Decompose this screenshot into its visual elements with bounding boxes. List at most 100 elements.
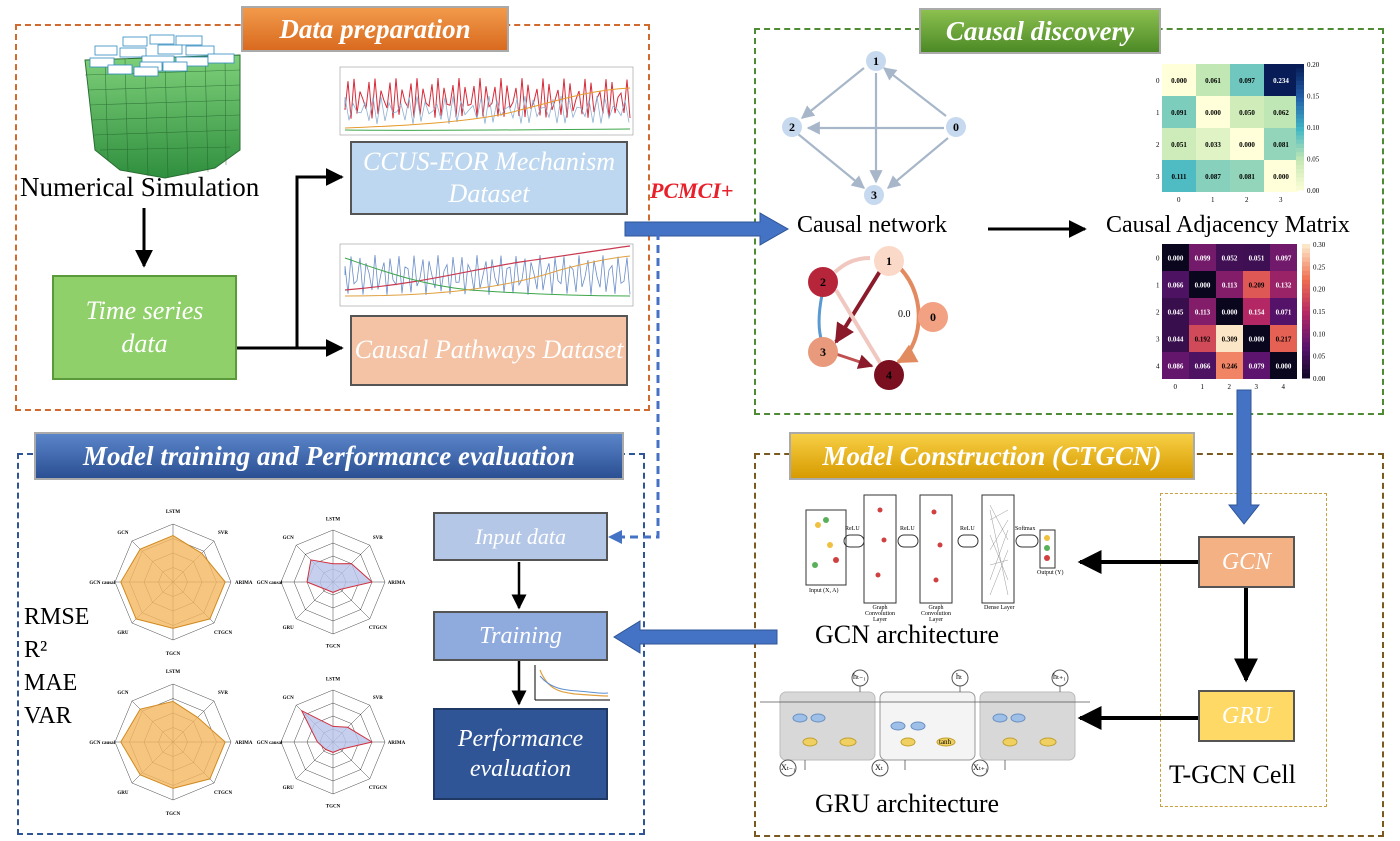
edge-mark-label: 0.0 <box>898 309 911 320</box>
tgcn-cell-label: T-GCN Cell <box>1169 760 1296 789</box>
matrix2-colorbar-segment <box>1302 319 1310 325</box>
radar-2-axis-label: LSTM <box>326 518 340 523</box>
matrix2-colorbar-segment <box>1302 311 1310 316</box>
matrix2-colorbar-segment <box>1302 248 1310 254</box>
metric-rmse: RMSE <box>24 604 90 630</box>
radar-3-axis-label: SVR <box>218 691 228 696</box>
matrix2-cell-0-4 <box>1270 244 1297 271</box>
matrix2-col-label: 4 <box>1282 383 1286 391</box>
input-data-box: Input data <box>433 512 608 561</box>
matrix2-value-4-4: 0.000 <box>1276 363 1292 371</box>
matrix1-col-label: 0 <box>1177 196 1181 204</box>
matrix1-colorbar-segment <box>1296 152 1304 157</box>
radar-2-axis-label: TGCN <box>326 644 341 649</box>
matrix2-value-1-2: 0.113 <box>1222 282 1238 290</box>
matrix2-cell-4-2 <box>1216 352 1243 379</box>
matrix2-value-4-1: 0.066 <box>1195 363 1211 371</box>
matrix1-colorbar-segment <box>1296 114 1304 120</box>
matrix1-cell-0-2 <box>1230 64 1264 96</box>
matrix1-cell-0-0 <box>1162 64 1196 96</box>
matrix2-value-2-1: 0.113 <box>1195 309 1211 317</box>
matrix2-colorbar-segment <box>1302 324 1310 330</box>
gcn-sub-output: Output (Y) <box>1037 570 1064 576</box>
matrix2-value-4-2: 0.246 <box>1222 363 1238 371</box>
gcn-sub-dense: Dense Layer <box>984 605 1015 611</box>
matrix1-colorbar-segment <box>1296 80 1304 86</box>
gcn-relu-1: ReLU <box>845 526 860 532</box>
matrix2-cell-2-1 <box>1189 298 1216 325</box>
construction-to-training-arrow <box>613 620 778 654</box>
matrix2-cell-4-1 <box>1189 352 1216 379</box>
ccus-series-thumbnail <box>339 66 634 136</box>
matrix1-col-label: 1 <box>1211 196 1215 204</box>
radar-4-axis-label: SVR <box>373 696 383 701</box>
radar-1-axis-label: CTGCN <box>214 631 232 636</box>
matrix1-value-2-2: 0.000 <box>1239 141 1255 149</box>
matrix2-colorbar-tick: 0.00 <box>1313 375 1326 383</box>
radar-1-axis-label: GRU <box>117 631 129 636</box>
matrix1-col-label: 3 <box>1279 196 1283 204</box>
data-prep-arrows <box>135 168 344 357</box>
matrix2-colorbar-segment <box>1302 342 1310 348</box>
matrix1-value-3-3: 0.000 <box>1273 173 1289 181</box>
matrix1-colorbar-segment <box>1296 106 1304 111</box>
time-series-box: Time series data <box>52 275 237 380</box>
matrix1-colorbar-tick: 0.00 <box>1307 187 1320 195</box>
causal-dataset-box: Causal Pathways Dataset <box>350 315 628 386</box>
matrix1-colorbar-tick: 0.15 <box>1307 93 1320 101</box>
matrix2-value-3-1: 0.192 <box>1195 336 1211 344</box>
training-box: Training <box>433 611 608 661</box>
matrix1-colorbar-segment <box>1296 139 1304 145</box>
matrix1-colorbar-segment <box>1296 135 1304 141</box>
matrix1-cell-0-3 <box>1264 64 1298 96</box>
matrix1-colorbar-segment <box>1296 110 1304 115</box>
matrix2-value-3-0: 0.044 <box>1168 336 1184 344</box>
matrix1-cell-2-1 <box>1196 128 1230 160</box>
matrix2-colorbar-segment <box>1302 328 1310 334</box>
matrix1-cell-1-2 <box>1230 96 1264 128</box>
reservoir-model-image <box>84 34 241 179</box>
matrix2-colorbar-segment <box>1302 373 1310 379</box>
gcn-softmax: Softmax <box>1015 526 1036 532</box>
matrix1-value-1-3: 0.062 <box>1273 109 1289 117</box>
metric-mae: MAE <box>24 670 78 696</box>
matrix1-colorbar-segment <box>1296 177 1304 183</box>
matrix2-value-4-3: 0.079 <box>1249 363 1265 371</box>
matrix1-row-label: 2 <box>1156 141 1160 149</box>
matrix2-colorbar-segment <box>1302 337 1310 343</box>
matrix2-value-0-2: 0.052 <box>1222 255 1238 263</box>
matrix2-cell-3-0 <box>1162 325 1189 352</box>
metric-var: VAR <box>24 703 72 729</box>
gru-architecture-graphic <box>760 669 1090 777</box>
causal-discovery-title: Causal discovery <box>919 8 1161 54</box>
pcmci-arrow <box>624 212 790 246</box>
gru-x-next: Xₜ₊₁ <box>973 763 988 772</box>
matrix1-colorbar-segment <box>1296 156 1304 162</box>
matrix2-col-label: 3 <box>1255 383 1259 391</box>
matrix2-cell-2-2 <box>1216 298 1243 325</box>
matrix2-cell-1-0 <box>1162 271 1189 298</box>
matrix2-value-1-3: 0.209 <box>1249 282 1265 290</box>
matrix1-cell-3-3 <box>1264 160 1298 192</box>
radar-4-axis-label: GCN causal <box>257 741 283 746</box>
model-training-title: Model training and Performance evaluatio… <box>34 432 624 480</box>
matrix2-value-3-4: 0.217 <box>1276 336 1292 344</box>
radar-4-axis-label: GRU <box>283 786 295 791</box>
radar-2-axis-label: GRU <box>283 626 295 631</box>
matrix2-value-1-1: 0.000 <box>1195 282 1211 290</box>
matrix1-value-2-0: 0.051 <box>1171 141 1187 149</box>
matrix1-colorbar-segment <box>1296 64 1304 69</box>
matrix1-cell-1-1 <box>1196 96 1230 128</box>
matrix2-cell-3-2 <box>1216 325 1243 352</box>
matrix2-colorbar-segment <box>1302 315 1310 321</box>
gcn-sub-input: Input (X, A) <box>809 588 839 594</box>
matrix2-value-0-4: 0.097 <box>1276 255 1292 263</box>
matrix1-value-3-1: 0.087 <box>1205 173 1221 181</box>
matrix1-cell-1-3 <box>1264 96 1298 128</box>
matrix2-value-4-0: 0.086 <box>1168 363 1184 371</box>
matrix2-cell-2-3 <box>1243 298 1270 325</box>
gru-x-cur: Xₜ <box>875 763 883 772</box>
matrix1-value-0-3: 0.234 <box>1273 77 1289 85</box>
matrix1-value-3-0: 0.111 <box>1172 173 1187 181</box>
